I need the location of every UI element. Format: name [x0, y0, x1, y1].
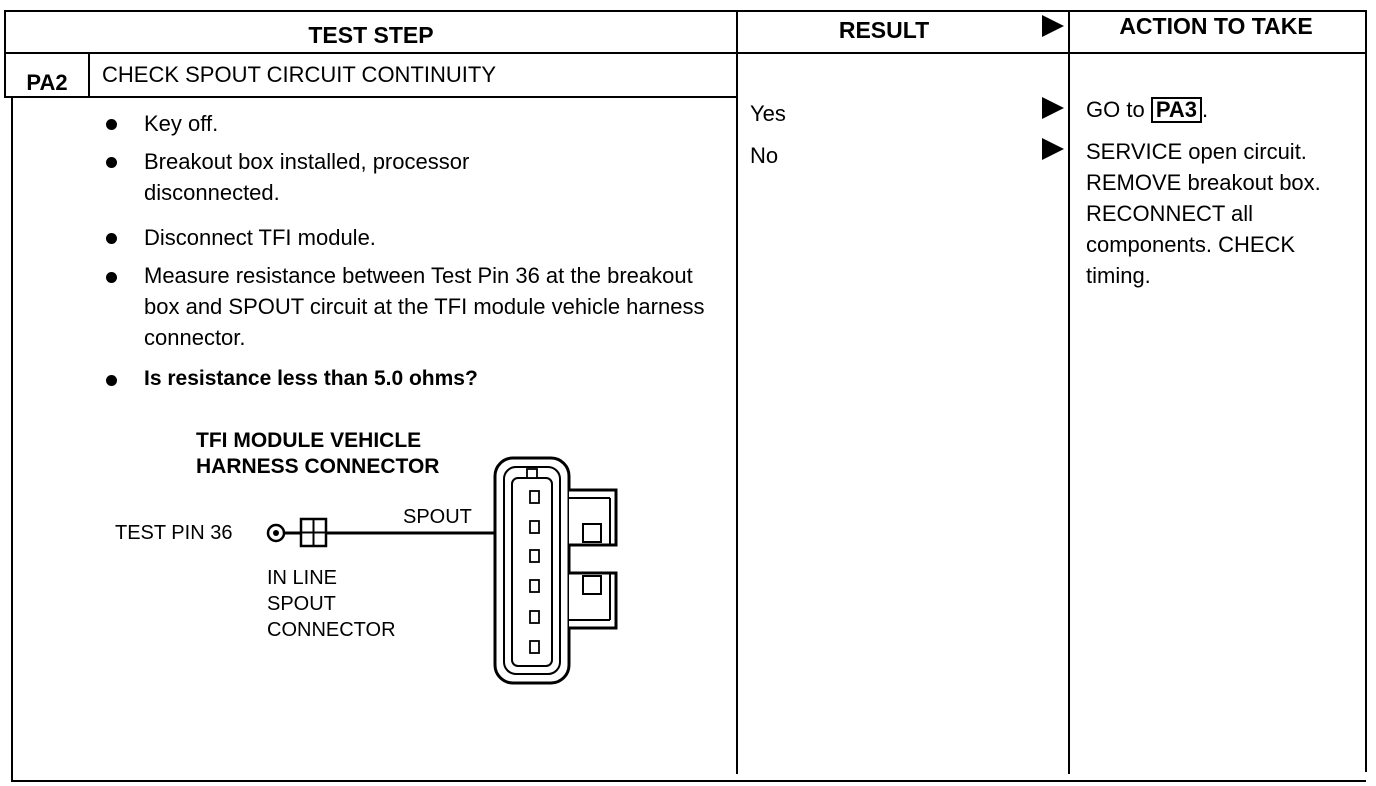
table-bottom-border [12, 780, 1366, 782]
bullet-3: Disconnect TFI module. [144, 225, 376, 250]
action-yes-ref-box: PA3 [1150, 97, 1202, 123]
test-pin-label: TEST PIN 36 [115, 522, 233, 544]
header-bottom-border [4, 52, 1366, 54]
result-no: No [750, 143, 779, 168]
bullet-dot-icon [106, 233, 117, 244]
table-right-border [1365, 10, 1367, 772]
col-divider-1 [736, 10, 738, 774]
header-action: ACTION TO TAKE [1119, 13, 1313, 39]
step-title: CHECK SPOUT CIRCUIT CONTINUITY [102, 62, 496, 87]
bullet-2: Breakout box installed, processor discon… [144, 149, 470, 205]
test-pin-terminal-icon [266, 523, 286, 543]
inline-label-1: IN LINE [267, 567, 338, 589]
bullet-1: Key off. [144, 111, 219, 136]
bullet-5: Is resistance less than 5.0 ohms? [144, 367, 478, 390]
inline-label-2: SPOUT [267, 593, 336, 615]
step-title-bottom-border [4, 96, 738, 98]
result-yes-arrow-icon [1042, 97, 1064, 119]
harness-connector-icon [493, 456, 618, 685]
diagram-title-line1: TFI MODULE VEHICLE [196, 429, 422, 452]
col-divider-2 [1068, 10, 1070, 774]
bullet-dot-icon [106, 119, 117, 130]
action-yes: GO to PA3. [1086, 94, 1356, 125]
header-arrow-icon [1042, 15, 1064, 37]
result-no-arrow-icon [1042, 138, 1064, 160]
result-yes: Yes [750, 101, 786, 126]
table-top-border [4, 10, 1366, 12]
bullet-dot-icon [106, 375, 117, 386]
bullet-4: Measure resistance between Test Pin 36 a… [144, 263, 705, 350]
table-left-border-lower [11, 98, 13, 782]
step-id: PA2 [26, 70, 68, 95]
header-test-step: TEST STEP [308, 22, 434, 48]
inline-connector-icon [299, 517, 328, 548]
action-yes-suffix: . [1201, 97, 1209, 122]
inline-label-3: CONNECTOR [267, 619, 396, 641]
table-left-border-upper [4, 10, 6, 98]
bullet-dot-icon [106, 272, 117, 283]
spout-wire-label: SPOUT [403, 506, 472, 528]
action-yes-prefix: GO to [1086, 97, 1145, 122]
connector-diagram [266, 456, 618, 685]
action-no: SERVICE open circuit. REMOVE breakout bo… [1086, 139, 1321, 288]
header-result: RESULT [838, 17, 930, 43]
diagram-title-line2: HARNESS CONNECTOR [196, 455, 440, 478]
bullet-dot-icon [106, 157, 117, 168]
step-id-divider [88, 52, 90, 98]
